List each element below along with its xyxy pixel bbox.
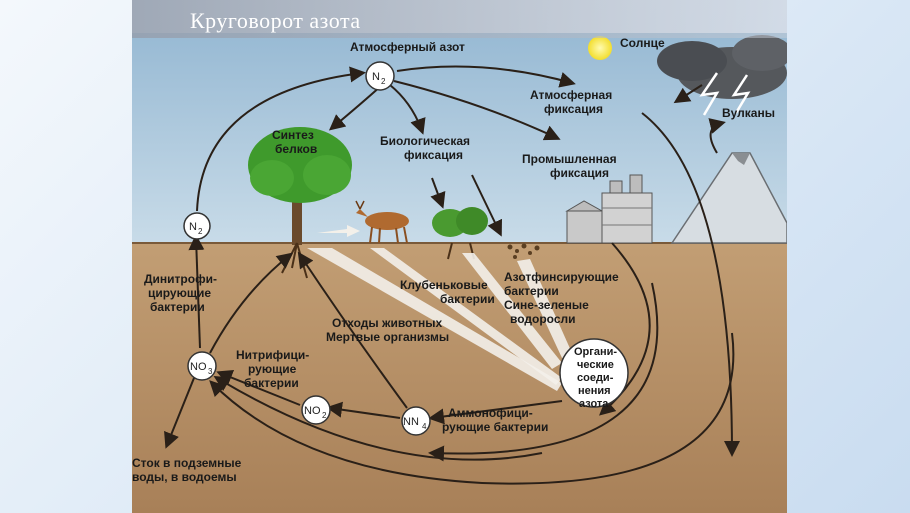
arrow-lightning	[673, 84, 703, 104]
nitrifying-label-1: Нитрифици-	[236, 348, 309, 362]
animal-waste-label-1: Отходы животных	[332, 316, 442, 330]
runoff-label-1: Сток в подземные	[132, 456, 242, 470]
arrow-deep-loop-3	[213, 375, 543, 461]
svg-text:N: N	[372, 71, 380, 83]
svg-text:4: 4	[422, 422, 427, 431]
atmospheric-fixation-label-1: Атмосферная	[530, 88, 612, 102]
ammonifying-label-2: рующие бактерии	[442, 420, 548, 434]
arrow-deep-loop-2	[428, 282, 659, 462]
nitrifying-label-2: рующие	[248, 362, 297, 376]
arrow-no2-to-no3	[216, 370, 301, 406]
arrow-volcano-smoke	[708, 118, 726, 154]
nitrogen-fixing-label-2: бактерии	[504, 284, 559, 298]
nh4-molecule: NN 4	[401, 406, 431, 436]
organic-compounds-label-4: нения	[578, 385, 611, 397]
arrow-deer-to-tree	[317, 225, 360, 237]
svg-text:2: 2	[381, 77, 386, 86]
arrow-left-n2-to-top-n2	[196, 66, 366, 212]
animal-waste-label-2: Мертвые организмы	[326, 330, 449, 344]
atmospheric-fixation-label-2: фиксация	[544, 102, 603, 116]
arrow-waste-flow-2	[370, 248, 562, 385]
deer-icon	[355, 200, 409, 244]
arrow-deep-loop-1	[209, 332, 735, 485]
industrial-fixation-label-1: Промышленная	[522, 152, 617, 166]
svg-text:2: 2	[198, 227, 203, 236]
sun-label: Солнце	[620, 36, 665, 50]
tree-icon	[248, 127, 352, 279]
arrow-organic-to-nh4	[428, 400, 563, 425]
arrow-no3-to-n2	[188, 234, 205, 349]
no2-molecule: NO 2	[301, 395, 331, 425]
soil-bacteria-dots	[507, 243, 540, 259]
ammonifying-label-1: Аммонофици-	[448, 406, 533, 420]
arrow-n2-to-industrial	[393, 80, 561, 141]
protein-synthesis-label-1: Синтез	[272, 128, 314, 142]
sun-icon	[588, 36, 612, 60]
arrow-waste-flow-1	[307, 248, 562, 391]
runoff-label-2: воды, в водоемы	[132, 470, 237, 484]
n2-top-molecule: N 2	[365, 61, 395, 91]
nodule-bacteria-label-1: Клубеньковые	[400, 278, 488, 292]
volcanoes-label: Вулканы	[722, 106, 775, 120]
arrow-no3-to-tree	[209, 252, 294, 354]
arrow-bio-fixation-to-bushes	[430, 177, 446, 209]
svg-text:3: 3	[208, 367, 213, 376]
svg-text:N: N	[189, 221, 197, 233]
denitrifying-label-1: Динитрофи-	[144, 272, 217, 286]
arrow-nh4-to-no2	[326, 401, 401, 419]
title-bar	[132, 0, 787, 38]
svg-text:NO: NO	[190, 361, 207, 373]
arrow-fixing-flow	[517, 259, 572, 358]
biological-fixation-label-1: Биологическая	[380, 134, 470, 148]
no3-molecule: NO 3	[187, 351, 217, 381]
nodule-bacteria-label-2: бактерии	[440, 292, 495, 306]
organic-compounds-label-1: Органи-	[574, 346, 617, 358]
arrow-no3-runoff	[164, 377, 195, 449]
protein-synthesis-label-2: белков	[275, 142, 317, 156]
organic-compounds-label-3: соеди-	[577, 372, 614, 384]
slide-title: Круговорот азота	[190, 8, 361, 33]
arrow-bio-fixation-to-soil	[471, 174, 502, 237]
nitrogen-fixing-label-4: водоросли	[510, 312, 576, 326]
svg-text:2: 2	[322, 411, 327, 420]
organic-compounds-label-2: ческие	[577, 359, 614, 371]
denitrifying-label-2: цирующие	[148, 286, 211, 300]
n2-left-molecule: N 2	[183, 212, 211, 240]
volcano-icon	[670, 152, 787, 244]
arrow-n2-to-atmos-fixation	[396, 65, 576, 88]
arrow-nh4-to-tree	[297, 251, 408, 409]
nitrogen-fixing-label-3: Сине-зеленые	[504, 298, 589, 312]
factory-icon	[565, 174, 653, 244]
atmospheric-nitrogen-label: Атмосферный азот	[350, 40, 465, 54]
arrow-nodule-flow	[462, 253, 562, 369]
organic-compounds-node	[559, 338, 629, 408]
bushes-icon	[432, 207, 488, 260]
industrial-fixation-label-2: фиксация	[550, 166, 609, 180]
nitrogen-fixing-label-1: Азотфинсирующие	[504, 270, 619, 284]
svg-text:NO: NO	[304, 405, 321, 417]
nitrogen-cycle-diagram: Солнце Вулканы Синтез белков	[132, 33, 787, 513]
soil	[132, 243, 787, 513]
organic-compounds-label-5: азота	[579, 398, 609, 410]
biological-fixation-label-2: фиксация	[404, 148, 463, 162]
arrow-n2-to-bio-fixation	[389, 84, 426, 135]
nitrifying-label-3: бактерии	[244, 376, 299, 390]
lightning-icon	[699, 72, 720, 116]
svg-text:NN: NN	[403, 416, 419, 428]
storm-cloud	[657, 35, 787, 116]
denitrifying-label-3: бактерии	[150, 300, 205, 314]
